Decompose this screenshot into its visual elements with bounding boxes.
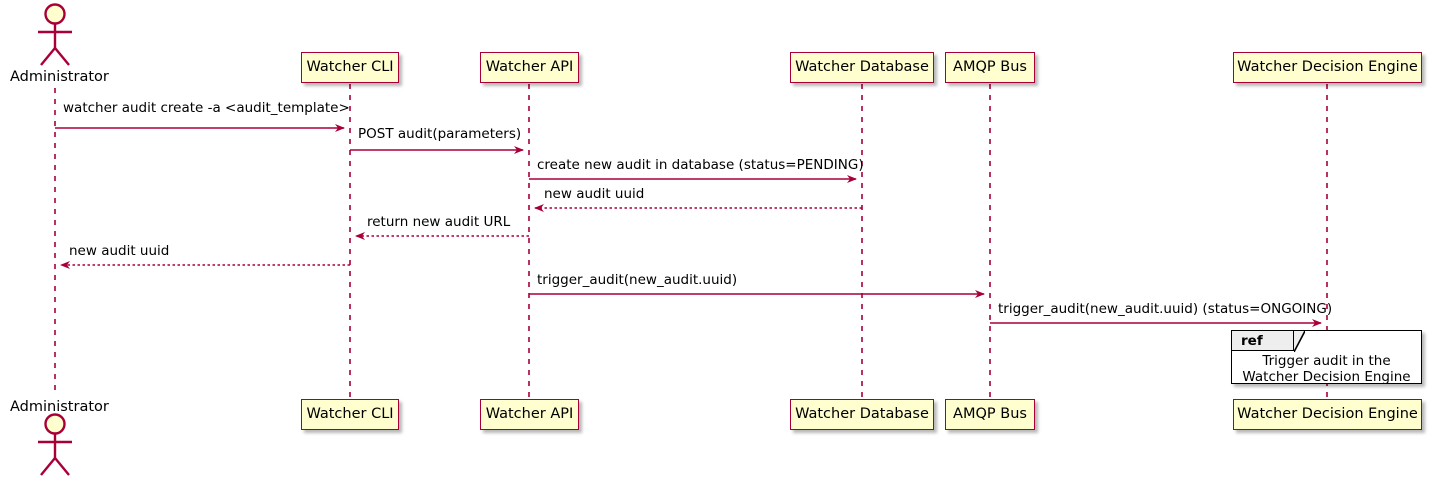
ref-fragment-box[interactable]: ref Trigger audit in the Watcher Decisio… bbox=[1231, 330, 1422, 385]
participant-box-watcher-decision-engine-bottom[interactable]: Watcher Decision Engine bbox=[1233, 399, 1422, 430]
participant-box-watcher-api-top[interactable]: Watcher API bbox=[480, 52, 579, 83]
participant-box-watcher-decision-engine-top[interactable]: Watcher Decision Engine bbox=[1233, 52, 1422, 83]
participant-label-watcher-database-top: Watcher Database bbox=[795, 59, 929, 76]
participant-label-watcher-api-top: Watcher API bbox=[485, 59, 574, 76]
message-label-msg-1: watcher audit create -a <audit_template> bbox=[63, 100, 350, 116]
participant-label-amqp-bus-bottom: AMQP Bus bbox=[953, 406, 1027, 423]
participant-box-watcher-cli-bottom[interactable]: Watcher CLI bbox=[301, 399, 399, 430]
participant-label-amqp-bus-top: AMQP Bus bbox=[953, 59, 1027, 76]
participant-label-watcher-database-bottom: Watcher Database bbox=[795, 406, 929, 423]
message-label-msg-4: new audit uuid bbox=[544, 186, 645, 202]
participant-label-watcher-decision-engine-bottom: Watcher Decision Engine bbox=[1237, 406, 1418, 423]
message-label-msg-5: return new audit URL bbox=[367, 214, 511, 230]
message-label-msg-8: trigger_audit(new_audit.uuid) (status=ON… bbox=[998, 301, 1333, 317]
actor-figure-bottom bbox=[38, 413, 72, 476]
participant-label-watcher-api-bottom: Watcher API bbox=[485, 406, 574, 423]
message-label-msg-2: POST audit(parameters) bbox=[358, 126, 522, 142]
ref-fragment-tab-label: ref bbox=[1241, 332, 1263, 349]
message-arrows bbox=[55, 124, 1322, 327]
participant-label-watcher-cli-top: Watcher CLI bbox=[306, 59, 394, 76]
ref-fragment-line-2: Watcher Decision Engine bbox=[1242, 369, 1411, 385]
actor-figure-top bbox=[38, 3, 72, 66]
participant-label-watcher-cli-bottom: Watcher CLI bbox=[306, 406, 394, 423]
participant-box-amqp-bus-top[interactable]: AMQP Bus bbox=[945, 52, 1035, 83]
participant-box-watcher-api-bottom[interactable]: Watcher API bbox=[480, 399, 579, 430]
ref-tab-corner-icon bbox=[1294, 331, 1305, 352]
actor-label-administrator-bottom: Administrator bbox=[10, 399, 109, 415]
ref-fragment-body: Trigger audit in the Watcher Decision En… bbox=[1232, 353, 1421, 385]
message-label-msg-3: create new audit in database (status=PEN… bbox=[537, 157, 864, 173]
actor-label-administrator-top: Administrator bbox=[10, 69, 109, 85]
message-label-msg-7: trigger_audit(new_audit.uuid) bbox=[537, 272, 738, 288]
participant-box-amqp-bus-bottom[interactable]: AMQP Bus bbox=[945, 399, 1035, 430]
ref-fragment-line-1: Trigger audit in the bbox=[1262, 353, 1391, 369]
lifelines bbox=[54, 84, 1328, 398]
participant-box-watcher-cli-top[interactable]: Watcher CLI bbox=[301, 52, 399, 83]
participant-box-watcher-database-top[interactable]: Watcher Database bbox=[790, 52, 934, 83]
ref-fragment-tab: ref bbox=[1232, 331, 1294, 351]
message-label-msg-6: new audit uuid bbox=[69, 243, 170, 259]
participant-label-watcher-decision-engine-top: Watcher Decision Engine bbox=[1237, 59, 1418, 76]
participant-box-watcher-database-bottom[interactable]: Watcher Database bbox=[790, 399, 934, 430]
